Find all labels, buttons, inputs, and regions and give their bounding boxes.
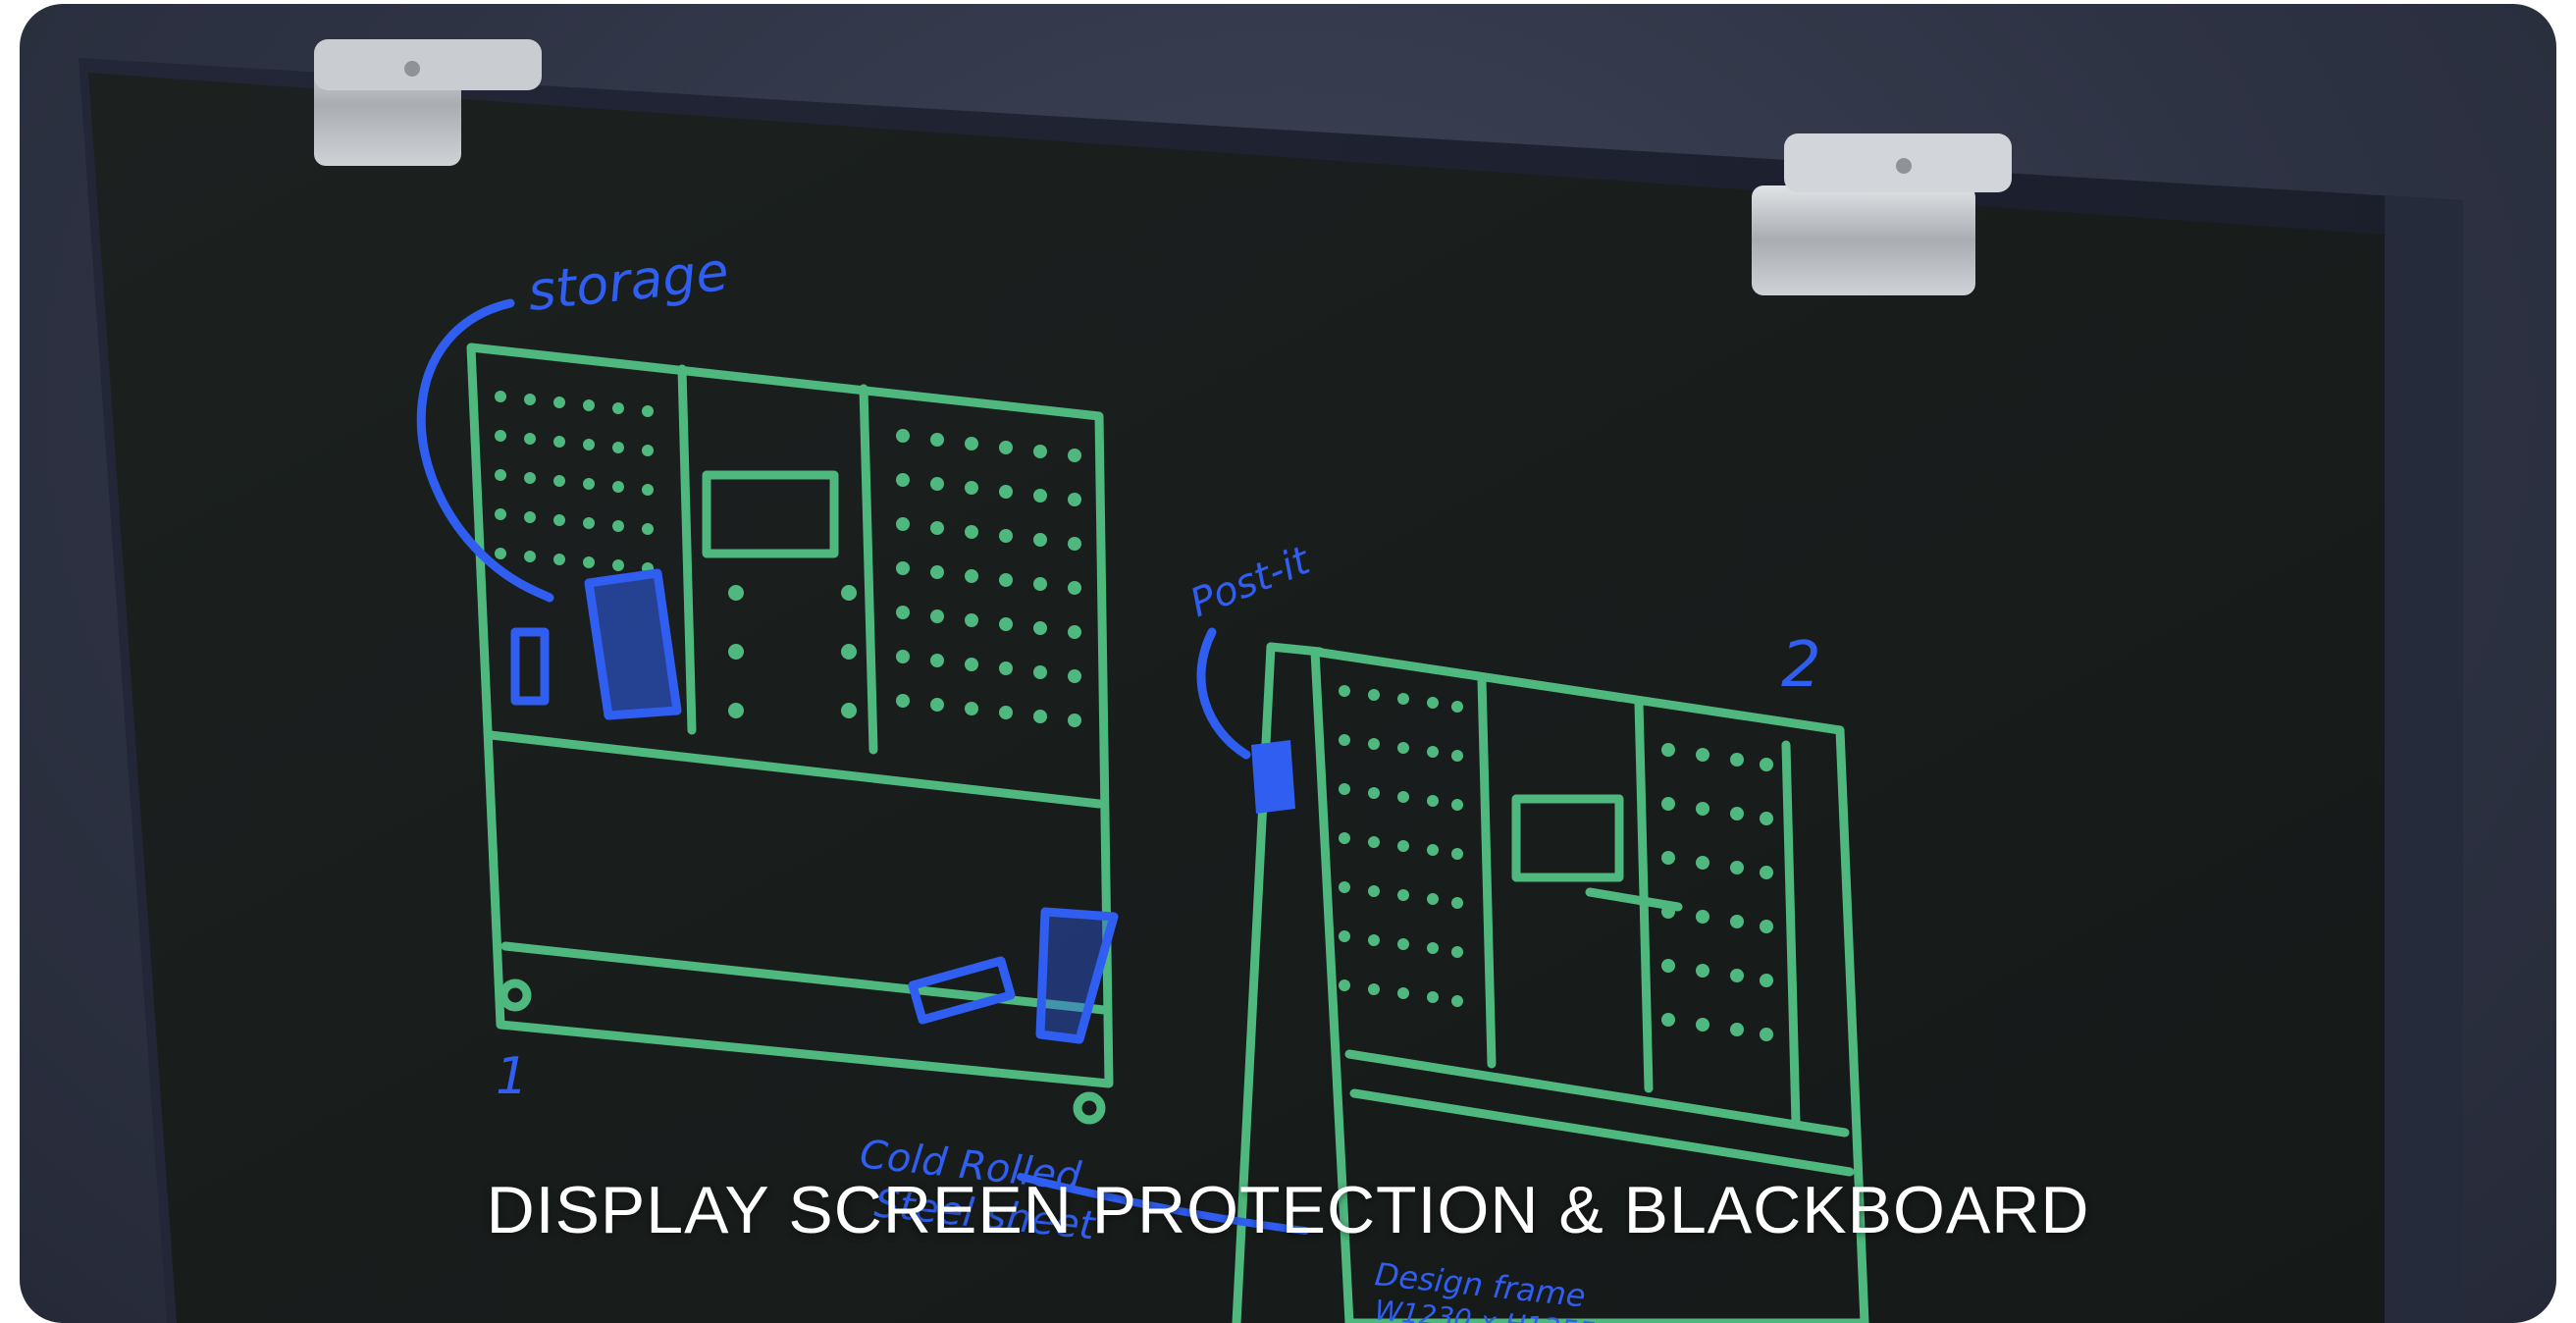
- hinge-right: [1752, 133, 2012, 295]
- storage-items-blue: [510, 568, 1119, 1044]
- hinge-left: [314, 39, 542, 166]
- storage-arrow: [416, 298, 554, 603]
- pegboard-dots-1: [495, 391, 1081, 727]
- frame-side: [2385, 195, 2463, 1323]
- product-image-card: storage Post-it 1 2 Cold Rolled Steel sh…: [20, 4, 2556, 1323]
- label-number-2: 2: [1781, 629, 1821, 702]
- label-number-1: 1: [496, 1047, 528, 1106]
- caption-title: DISPLAY SCREEN PROTECTION & BLACKBOARD: [486, 1173, 2090, 1247]
- blackboard-surface: [88, 73, 2385, 1323]
- postit-note: [1251, 740, 1295, 814]
- steel-sheet-arrow: [1017, 1173, 1309, 1235]
- postit-arrow: [1196, 627, 1251, 760]
- pegboard-dots-2: [1339, 685, 1773, 1041]
- blackboard-scene: storage Post-it 1 2 Cold Rolled Steel sh…: [79, 39, 2463, 1323]
